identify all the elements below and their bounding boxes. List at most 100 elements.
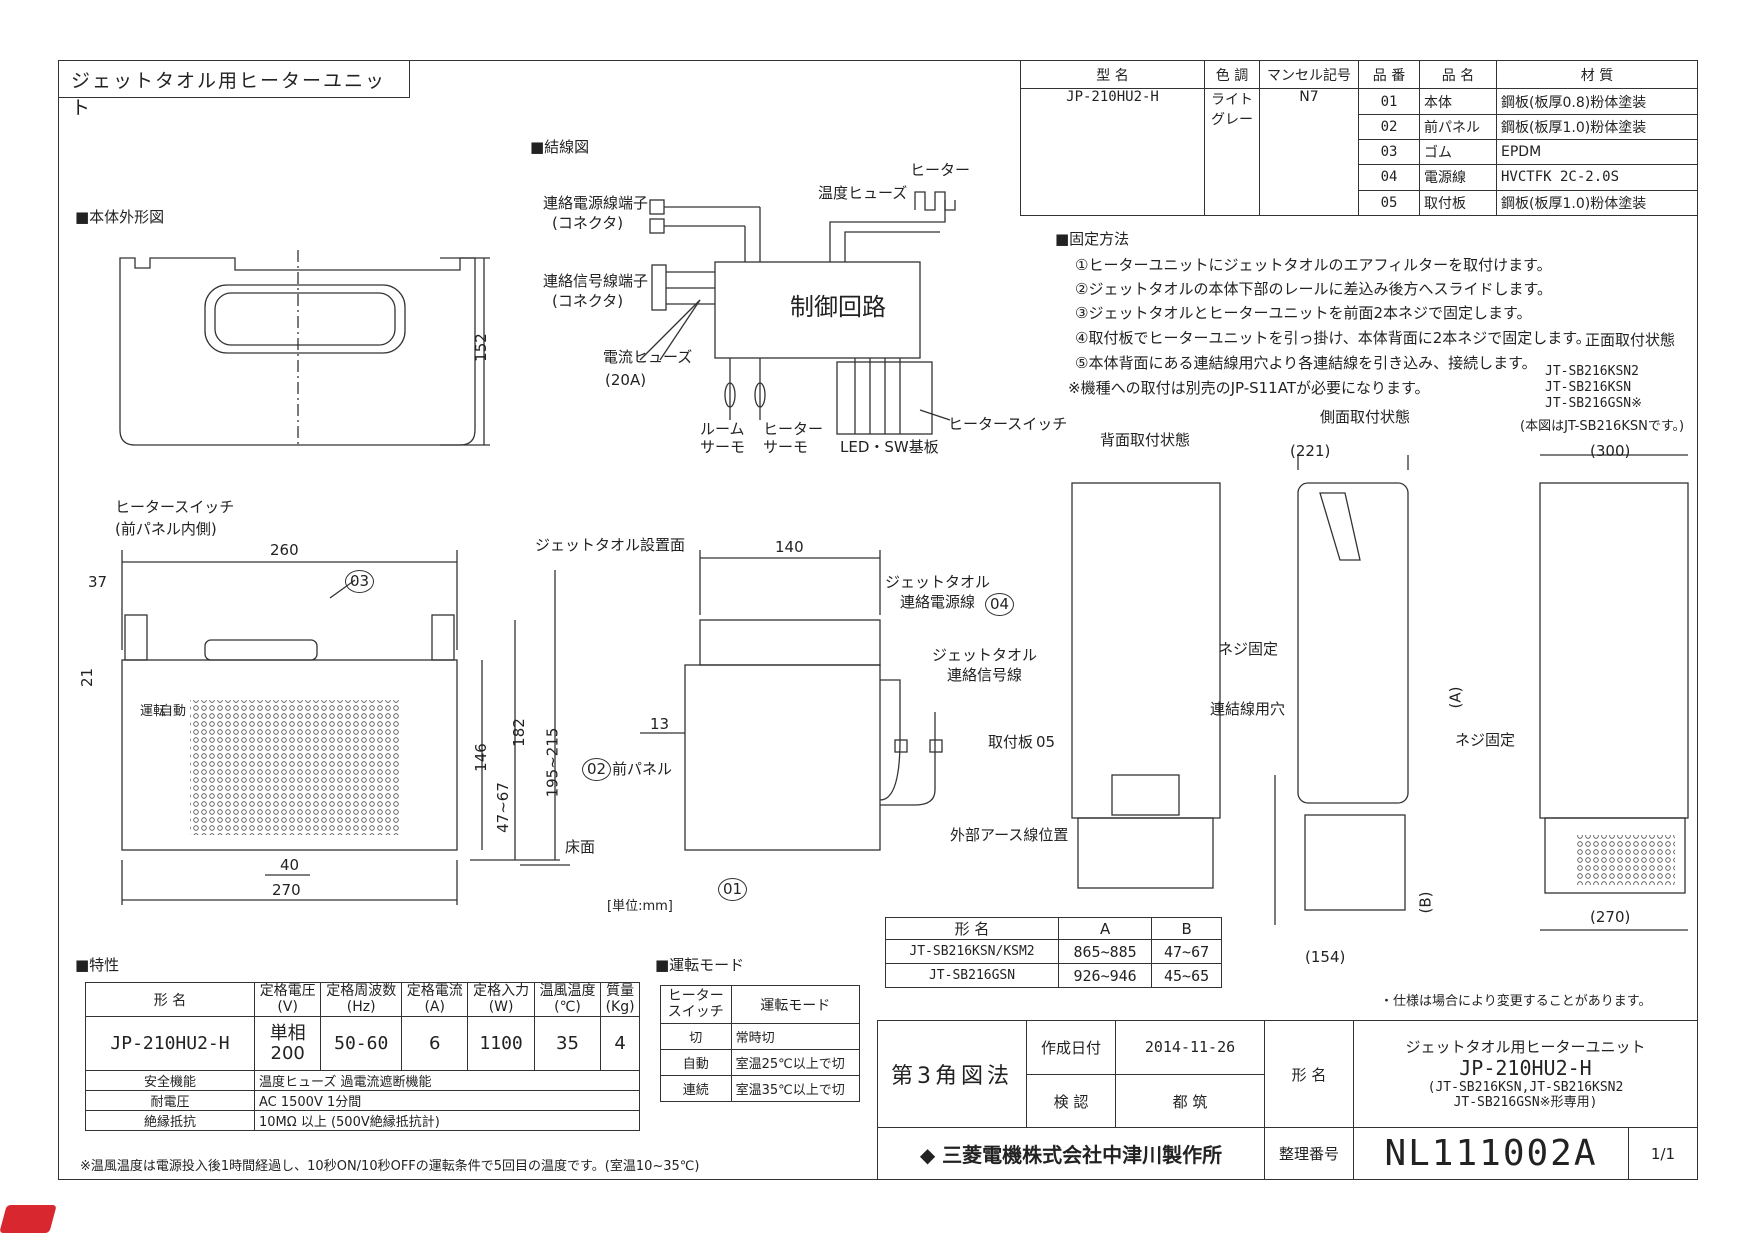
power-line-label: ジェットタオル 連絡電源線	[885, 573, 991, 611]
title-names: ジェットタオル用ヒーターユニット JP-210HU2-H (JT-SB216KS…	[1353, 1019, 1698, 1129]
dim-260: 260	[270, 541, 299, 559]
temp-fuse: 温度ヒューズ	[818, 184, 908, 202]
spec-extra-value: 10MΩ 以上 (500V絶縁抵抗計)	[254, 1110, 640, 1131]
dim-140: 140	[775, 538, 804, 556]
spec-extra-label: 安全機能	[85, 1070, 255, 1091]
created-label: 作成日付	[1026, 1020, 1116, 1075]
dim-21: 21	[78, 667, 97, 688]
mount-plate-label: 取付板	[988, 733, 1034, 751]
dim-221: (221)	[1290, 442, 1331, 460]
signal-terminal-sub: (コネクタ)	[552, 292, 624, 310]
mode-switch: 切	[660, 1023, 732, 1050]
callout-05: 05	[1036, 733, 1056, 751]
hdr-munsell: マンセル記号	[1259, 59, 1359, 90]
front-panel-label: 前パネル	[612, 760, 673, 778]
hdr-model: 型 名	[1020, 59, 1205, 90]
mode-desc: 室温25℃以上で切	[730, 1049, 861, 1076]
spec-extra-label: 耐電圧	[85, 1090, 255, 1111]
fixing-step: ②ジェットタオルの本体下部のレールに差込み後方へスライドします。	[1075, 280, 1552, 298]
side-mount-label: 側面取付状態	[1320, 408, 1411, 426]
spec-extra-value: AC 1500V 1分間	[254, 1090, 640, 1111]
current-fuse: 電流ヒューズ	[603, 348, 693, 366]
mount-model: JT-SB216GSN※	[1545, 396, 1642, 411]
control-circuit: 制御回路	[790, 293, 886, 321]
part-name: 取付板	[1419, 189, 1497, 217]
led-board: LED・SW基板	[840, 438, 939, 456]
hdr-material: 材 質	[1496, 59, 1698, 90]
projection: 第3角図法	[877, 1019, 1027, 1129]
part-material: EPDM	[1496, 138, 1698, 166]
title-name2: JP-210HU2-H	[1459, 1055, 1592, 1080]
fixing-step: ④取付板でヒーターユニットを引っ掛け、本体背面に2本ネジで固定します。	[1075, 329, 1591, 347]
front-heater-switch-sub: (前パネル内側)	[115, 520, 217, 538]
modes-hdr: 運転モード	[730, 985, 861, 1024]
parts-table: 型 名 色 調 マンセル記号 品 番 品 名 材 質 JP-210HU2-H ラ…	[1020, 59, 1698, 217]
page-number: 1/1	[1628, 1127, 1698, 1180]
created-date: 2014-11-26	[1115, 1020, 1265, 1075]
dim-13: 13	[650, 715, 670, 733]
dim-300: (300)	[1590, 442, 1631, 460]
signal-line-label: ジェットタオル 連絡信号線	[932, 646, 1038, 684]
dim-40: 40	[280, 856, 300, 874]
part-no: 01	[1358, 88, 1420, 115]
mount-model: JT-SB216KSN	[1545, 380, 1632, 395]
spec-value: 50-60	[320, 1016, 403, 1071]
callout-04: 04	[985, 593, 1015, 616]
spec-hdr: 定格電流 (A)	[401, 982, 469, 1017]
checker: 都 筑	[1115, 1073, 1265, 1129]
check-label: 検 認	[1026, 1073, 1116, 1129]
screw-fix-label: ネジ固定	[1218, 640, 1279, 658]
spec-table: 形 名 定格電圧 (V) 定格周波数 (Hz) 定格電流 (A) 定格入力 (W…	[85, 982, 640, 1131]
modes-hdr: ヒーター スイッチ	[660, 985, 732, 1024]
dim-37: 37	[88, 573, 108, 591]
fixing-step: ⑤本体背面にある連結線用穴より各連結線を引き込み、接続します。	[1075, 354, 1537, 372]
part-name: 前パネル	[1419, 113, 1497, 140]
fixing-note: ※機種への取付は別売のJP-S11ATが必要になります。	[1068, 379, 1430, 397]
mode-switch: 自動	[660, 1049, 732, 1076]
dim-152: 152	[471, 333, 490, 362]
screw-fix-front: ネジ固定	[1455, 731, 1516, 749]
dim-270: 270	[272, 881, 301, 899]
callout-03: 03	[345, 570, 375, 593]
part-no: 04	[1358, 164, 1420, 191]
spec-label: ■特性	[75, 956, 120, 974]
power-terminal-sub: (コネクタ)	[552, 214, 624, 232]
dim-146: 146	[471, 743, 490, 772]
install-surface: ジェットタオル設置面	[535, 536, 686, 554]
dim-47-67: 47~67	[493, 782, 512, 833]
mode-switch: 連続	[660, 1075, 732, 1102]
earth-label: 外部アース線位置	[950, 826, 1069, 844]
dim-A: (A)	[1446, 686, 1465, 709]
spec-value: 単相 200	[253, 1016, 322, 1071]
signal-terminal: 連絡信号線端子	[543, 272, 649, 290]
title-block: 第3角図法 作成日付 2014-11-26 形 名 ジェットタオル用ヒーターユニ…	[877, 1019, 1698, 1180]
spec-hdr: 定格周波数 (Hz)	[320, 982, 403, 1017]
spec-hdr: 形 名	[85, 982, 255, 1017]
parts-model: JP-210HU2-H	[1020, 88, 1205, 216]
ab-cell: JT-SB216KSN/KSM2	[884, 939, 1060, 964]
spec-change-note: ・仕様は場合により変更することがあります。	[1380, 994, 1652, 1009]
corner-logo-icon	[0, 1205, 57, 1233]
side-mount-view	[1274, 455, 1409, 925]
fixing-step: ③ジェットタオルとヒーターユニットを前面2本ネジで固定します。	[1075, 304, 1532, 322]
back-mount-label: 背面取付状態	[1100, 431, 1191, 449]
spec-hdr: 定格入力 (W)	[467, 982, 535, 1017]
spec-hdr: 質量 (Kg)	[600, 982, 640, 1017]
spec-hdr: 温風温度 (℃)	[533, 982, 602, 1017]
title-name1: ジェットタオル用ヒーターユニット	[1405, 1037, 1646, 1056]
spec-value: 6	[401, 1016, 469, 1071]
ab-hdr: B	[1151, 917, 1222, 940]
title-name3: (JT-SB216KSN,JT-SB216KSN2	[1427, 1079, 1624, 1095]
fixing-step: ①ヒーターユニットにジェットタオルのエアフィルターを取付けます。	[1075, 256, 1552, 274]
front-heater-switch: ヒータースイッチ	[115, 498, 235, 516]
part-material: 鋼板(板厚1.0)粉体塗装	[1496, 113, 1698, 140]
back-mount-view	[1071, 482, 1221, 889]
front-mount-view	[1539, 454, 1689, 931]
drawing-number: NL111002A	[1353, 1127, 1629, 1180]
mode-desc: 室温35℃以上で切	[730, 1075, 861, 1102]
callout-01: 01	[718, 878, 748, 901]
ab-cell: 865~885	[1058, 939, 1153, 964]
mount-model-note: (本図はJT-SB216KSNです。)	[1520, 419, 1685, 434]
spec-value: 1100	[467, 1016, 535, 1071]
modes-label: ■運転モード	[655, 956, 745, 974]
